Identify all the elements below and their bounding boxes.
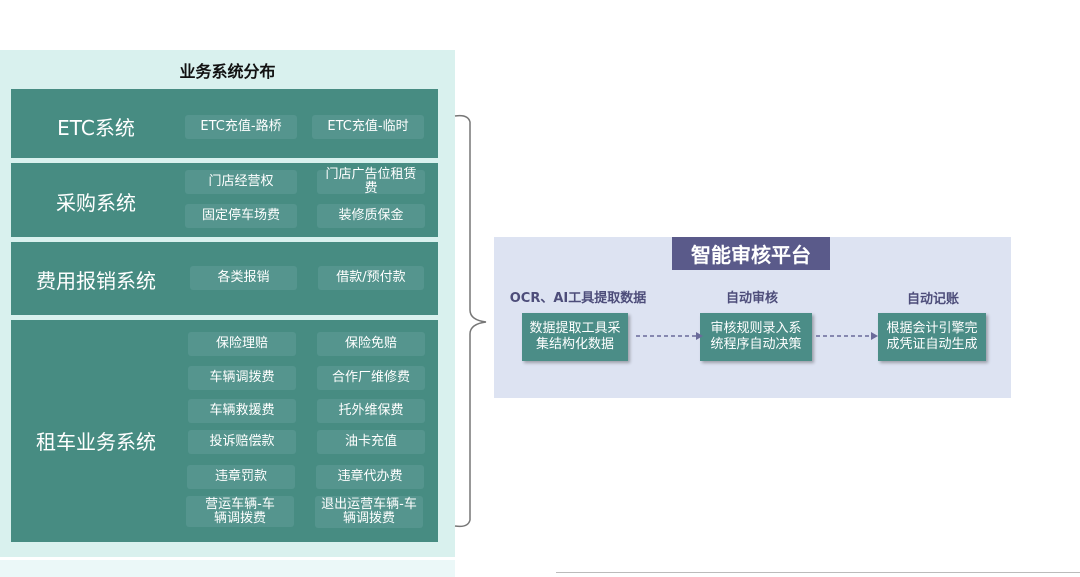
item-chip: 各类报销 xyxy=(190,266,297,290)
item-chip: 车辆调拨费 xyxy=(188,366,296,390)
step-box-extract: 数据提取工具采集结构化数据 xyxy=(522,313,628,361)
section-name: 采购系统 xyxy=(56,191,136,215)
step-box-audit: 审核规则录入系统程序自动决策 xyxy=(700,313,812,361)
step-label-booking: 自动记账 xyxy=(906,292,959,307)
arrow-right-icon xyxy=(816,332,878,340)
item-chip: 车辆救援费 xyxy=(188,399,296,423)
item-chip: 违章代办费 xyxy=(316,465,424,489)
right-brace-icon xyxy=(454,114,487,528)
item-chip: 退出运营车辆-车辆调拨费 xyxy=(315,496,423,528)
step-label-audit: 自动审核 xyxy=(725,291,778,306)
item-chip: 营运车辆-车辆调拨费 xyxy=(186,496,294,527)
item-chip: 托外维保费 xyxy=(317,399,425,423)
item-chip: 油卡充值 xyxy=(317,430,425,454)
step-label-ocr: OCR、AI工具提取数据 xyxy=(509,291,647,306)
item-chip: ETC充值-临时 xyxy=(312,115,424,139)
section-expense: 费用报销系统 各类报销 借款/预付款 xyxy=(11,242,438,315)
section-purchase: 采购系统 门店经营权 门店广告位租赁费 固定停车场费 装修质保金 xyxy=(11,163,438,237)
audit-platform-title: 智能审核平台 xyxy=(672,237,830,270)
business-systems-title: 业务系统分布 xyxy=(179,62,276,81)
item-chip: 门店经营权 xyxy=(185,170,297,194)
divider xyxy=(556,572,1080,573)
panel-footer-strip xyxy=(0,560,455,577)
item-chip: 借款/预付款 xyxy=(318,266,424,290)
item-chip: 门店广告位租赁费 xyxy=(317,168,425,196)
section-name: 租车业务系统 xyxy=(36,430,156,454)
item-chip: ETC充值-路桥 xyxy=(185,115,297,139)
section-name: ETC系统 xyxy=(57,116,135,140)
item-chip: 保险理赔 xyxy=(188,332,296,356)
item-chip: 装修质保金 xyxy=(317,204,425,228)
step-box-booking: 根据会计引擎完成凭证自动生成 xyxy=(878,313,986,361)
section-name: 费用报销系统 xyxy=(36,269,156,293)
item-chip: 固定停车场费 xyxy=(185,204,297,228)
item-chip: 保险免赔 xyxy=(317,332,425,356)
item-chip: 投诉赔偿款 xyxy=(188,430,296,454)
item-chip: 合作厂维修费 xyxy=(317,366,425,390)
item-chip: 违章罚款 xyxy=(187,465,295,489)
arrow-right-icon xyxy=(636,332,703,340)
section-rental: 租车业务系统 保险理赔 保险免赔 车辆调拨费 合作厂维修费 车辆救援费 托外维保… xyxy=(11,320,438,542)
section-etc: ETC系统 ETC充值-路桥 ETC充值-临时 xyxy=(11,89,438,158)
